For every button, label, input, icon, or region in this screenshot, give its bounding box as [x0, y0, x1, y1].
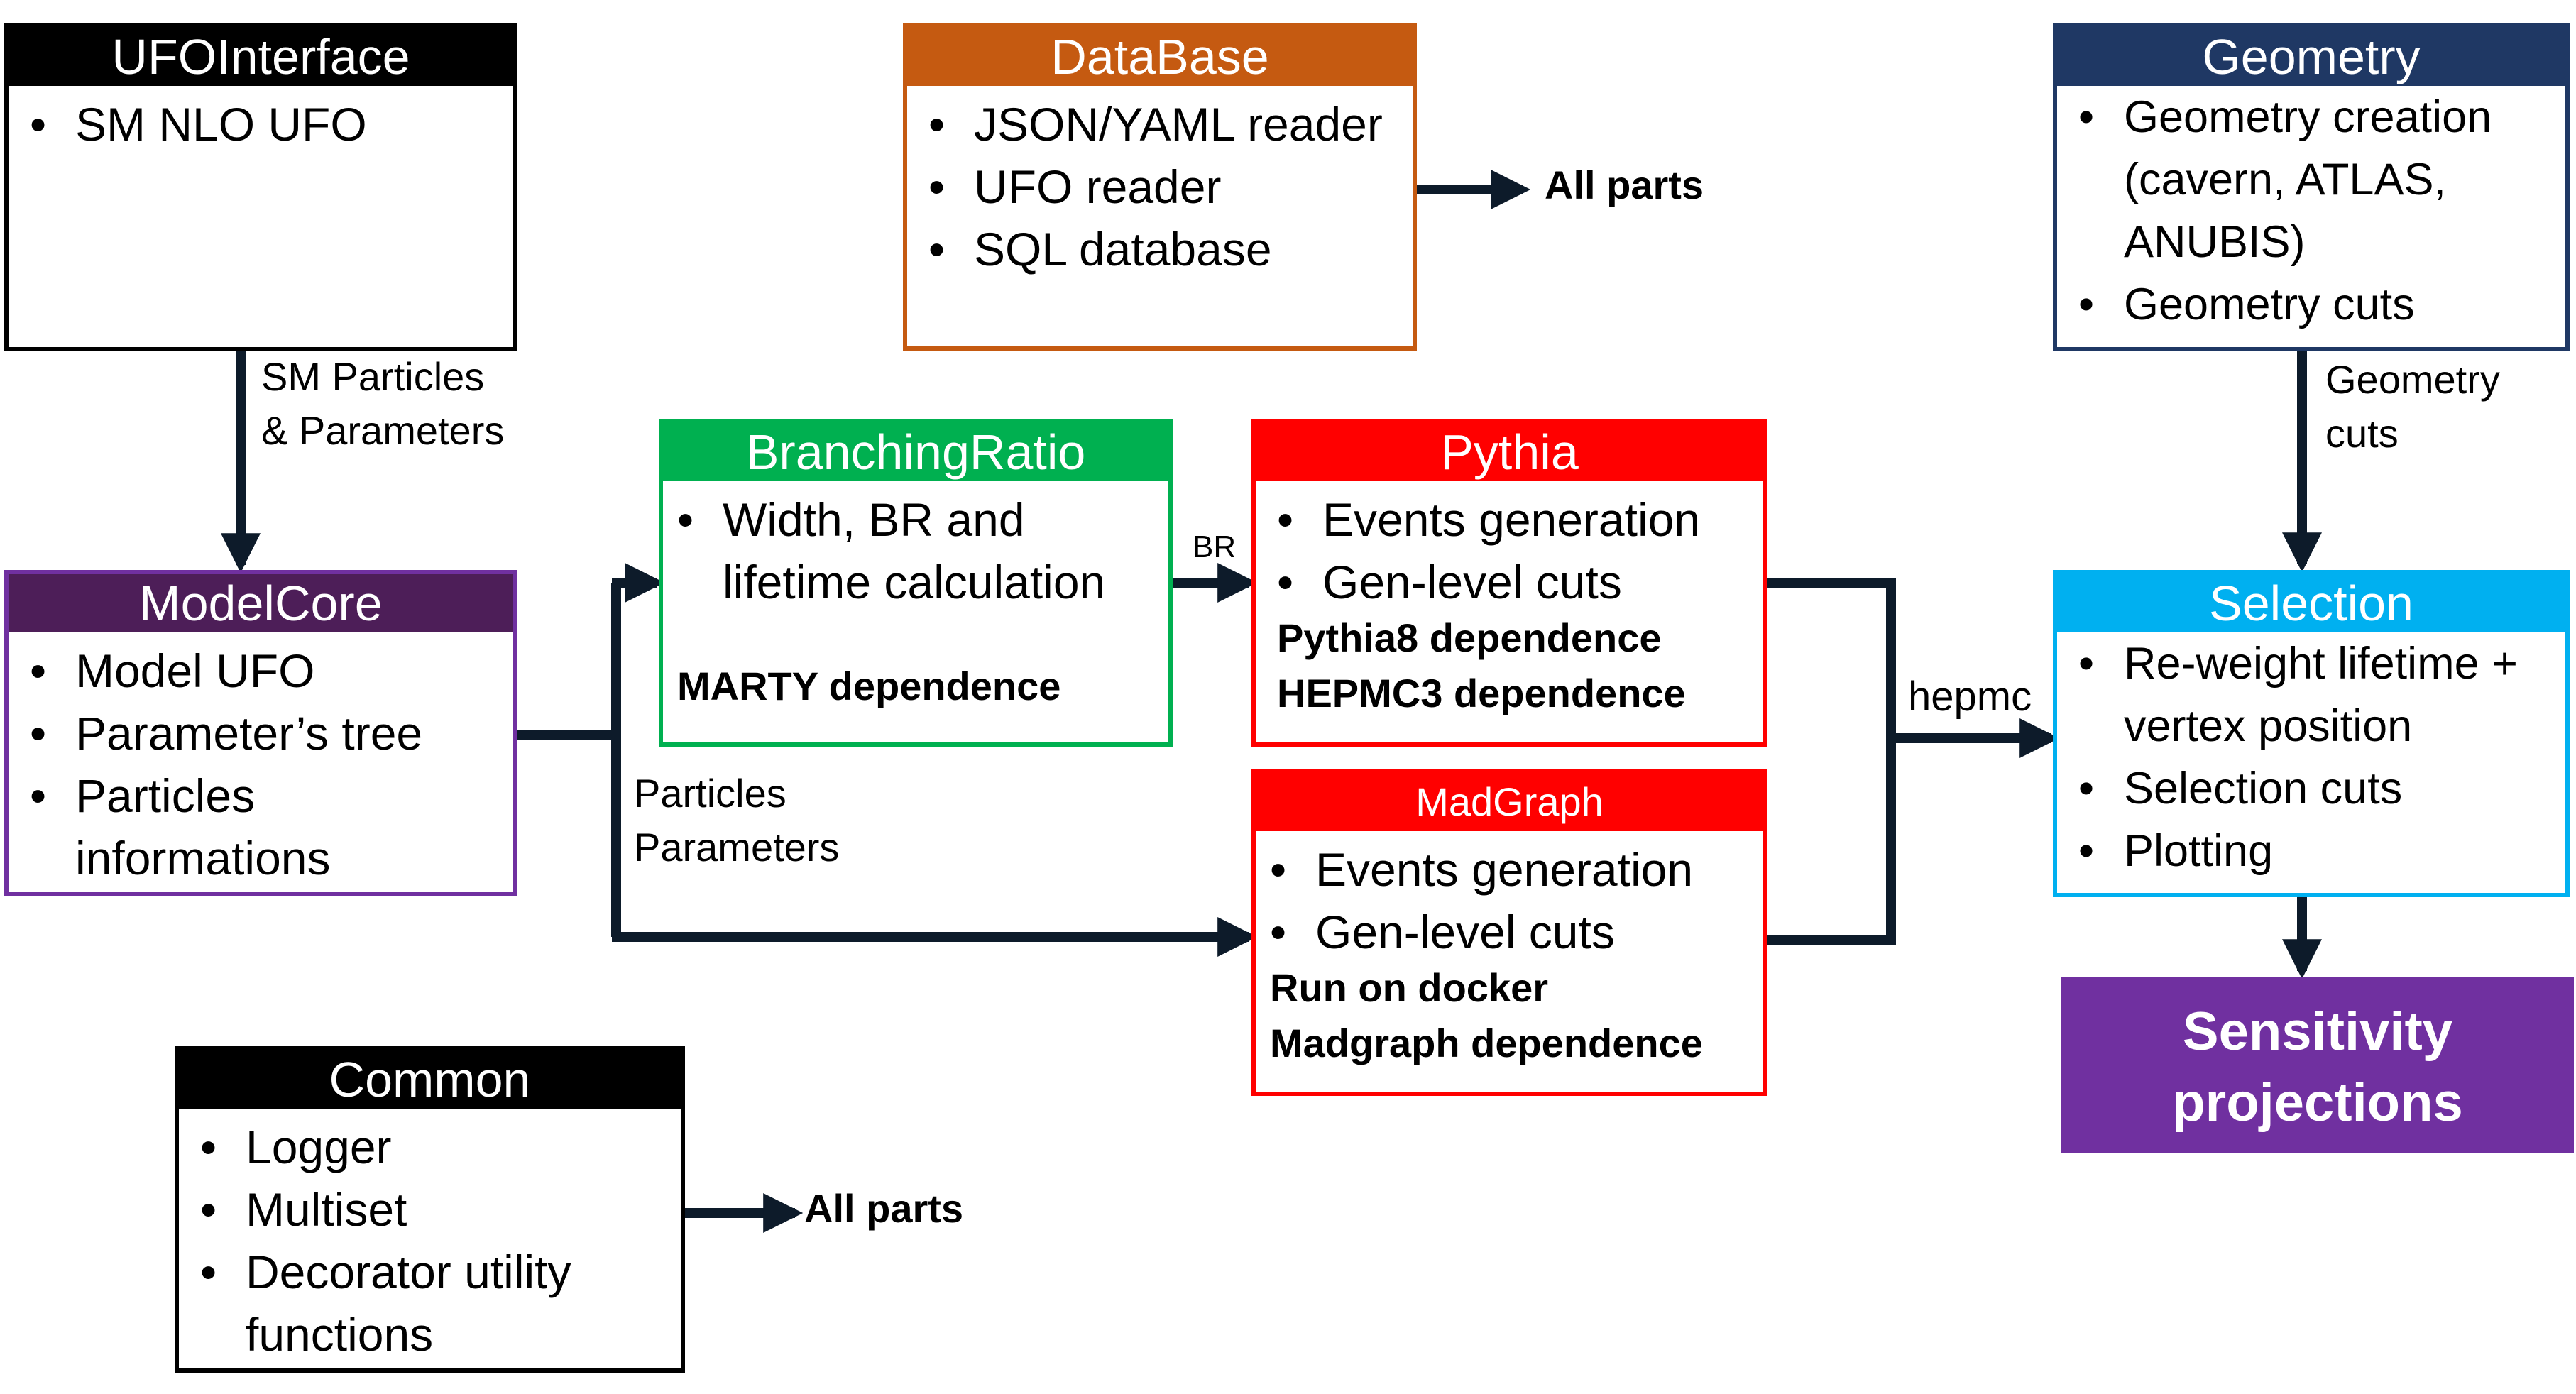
ufointerface-box: UFOInterface SM NLO UFO	[4, 23, 517, 351]
database-item: UFO reader	[928, 155, 1400, 218]
modelcore-item: Parameter’s tree	[30, 702, 506, 764]
madgraph-list: Events generation Gen-level cuts	[1270, 838, 1750, 963]
selection-item: Re-weight lifetime + vertex position	[2078, 632, 2536, 757]
sm-particles-line1: SM Particles	[261, 354, 485, 399]
particles-line2: Parameters	[634, 825, 840, 869]
pythia-item: Gen-level cuts	[1277, 551, 1750, 613]
modelcore-box: ModelCore Model UFO Parameter’s tree Par…	[4, 570, 517, 896]
geometry-title: Geometry	[2057, 28, 2565, 86]
database-item: JSON/YAML reader	[928, 93, 1400, 155]
branchingratio-item: Width, BR and lifetime calculation	[677, 488, 1120, 613]
sm-particles-line2: & Parameters	[261, 408, 505, 453]
modelcore-title: ModelCore	[9, 574, 513, 632]
pythia-note: HEPMC3 dependence	[1277, 671, 1686, 715]
database-box: DataBase JSON/YAML reader UFO reader SQL…	[903, 23, 1417, 351]
pythia-note: Pythia8 dependence	[1277, 615, 1662, 660]
pythia-item: Events generation	[1277, 488, 1750, 551]
geometry-cuts-line1: Geometry	[2325, 357, 2500, 402]
common-title: Common	[179, 1050, 681, 1109]
geometry-cuts-line2: cuts	[2325, 411, 2399, 456]
branchingratio-note: MARTY dependence	[677, 664, 1061, 708]
branchingratio-box: BranchingRatio Width, BR and lifetime ca…	[659, 419, 1173, 747]
geometry-item: Geometry cuts	[2078, 273, 2553, 336]
common-box: Common Logger Multiset Decorator utility…	[175, 1046, 685, 1373]
geometry-cuts-label: Geometry cuts	[2325, 353, 2500, 461]
ufointerface-item: SM NLO UFO	[30, 93, 500, 155]
selection-title: Selection	[2057, 574, 2565, 632]
modelcore-item: Model UFO	[30, 640, 506, 702]
particles-parameters-label: Particles Parameters	[634, 767, 839, 874]
selection-item: Plotting	[2078, 820, 2553, 882]
selection-box: Selection Re-weight lifetime + vertex po…	[2053, 570, 2570, 897]
sm-particles-label: SM Particles & Parameters	[261, 350, 504, 458]
modelcore-item: Particles informations	[30, 764, 331, 889]
database-title: DataBase	[907, 28, 1413, 86]
madgraph-item: Gen-level cuts	[1270, 901, 1750, 963]
common-list: Logger Multiset Decorator utility functi…	[200, 1116, 668, 1366]
hepmc-label: hepmc	[1908, 674, 2032, 720]
sensitivity-projections-box: Sensitivity projections	[2061, 977, 2574, 1153]
database-item: SQL database	[928, 218, 1400, 280]
branchingratio-list: Width, BR and lifetime calculation	[677, 488, 1161, 613]
madgraph-item: Events generation	[1270, 838, 1750, 901]
particles-line1: Particles	[634, 771, 786, 816]
common-all-parts-label: All parts	[804, 1186, 964, 1231]
pythia-title: Pythia	[1256, 423, 1763, 481]
database-all-parts-label: All parts	[1545, 163, 1704, 207]
common-item: Logger	[200, 1116, 668, 1178]
geometry-box: Geometry Geometry creation (cavern, ATLA…	[2053, 23, 2570, 351]
geometry-list: Geometry creation (cavern, ATLAS, ANUBIS…	[2078, 86, 2553, 336]
madgraph-box: MadGraph Events generation Gen-level cut…	[1251, 769, 1767, 1096]
pythia-list: Events generation Gen-level cuts	[1277, 488, 1750, 613]
madgraph-note: Run on docker	[1270, 965, 1549, 1010]
br-label: BR	[1193, 529, 1237, 564]
selection-list: Re-weight lifetime + vertex position Sel…	[2078, 632, 2553, 882]
sensitivity-line2: projections	[2172, 1072, 2463, 1133]
common-item: Multiset	[200, 1178, 668, 1241]
ufointerface-title: UFOInterface	[9, 28, 513, 86]
modelcore-list: Model UFO Parameter’s tree Particles inf…	[30, 640, 506, 889]
madgraph-title: MadGraph	[1256, 773, 1763, 831]
madgraph-note: Madgraph dependence	[1270, 1021, 1703, 1065]
pythia-box: Pythia Events generation Gen-level cuts …	[1251, 419, 1767, 747]
ufointerface-list: SM NLO UFO	[30, 93, 500, 155]
pythia-out-line	[1767, 578, 1896, 738]
madgraph-out-line	[1767, 738, 1896, 945]
database-list: JSON/YAML reader UFO reader SQL database	[928, 93, 1400, 280]
common-item: Decorator utility functions	[200, 1241, 615, 1366]
geometry-item: Geometry creation (cavern, ATLAS, ANUBIS…	[2078, 86, 2553, 273]
selection-item: Selection cuts	[2078, 757, 2553, 820]
branchingratio-title: BranchingRatio	[663, 423, 1168, 481]
sensitivity-line1: Sensitivity	[2182, 1001, 2453, 1062]
